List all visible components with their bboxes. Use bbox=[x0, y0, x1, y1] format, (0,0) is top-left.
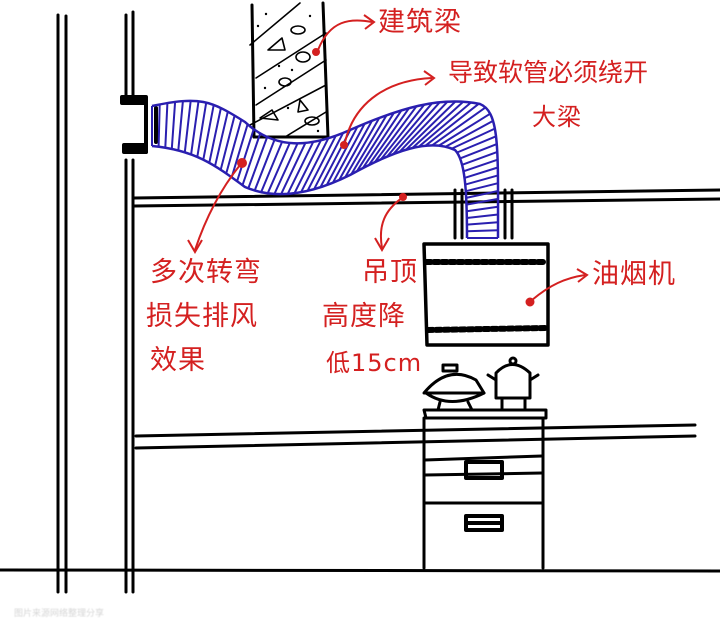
cooking-pots-icon bbox=[422, 356, 548, 420]
beam-label: 建筑梁 bbox=[378, 7, 462, 38]
ceiling-label-line3: 低15cm bbox=[326, 349, 423, 377]
annotation-arrows bbox=[187, 14, 589, 307]
ceiling-label-line1: 吊顶 bbox=[362, 257, 418, 288]
bends-label-line3: 效果 bbox=[150, 345, 206, 376]
duct-stretch-label-line2: 大梁 bbox=[532, 103, 582, 131]
ceiling-line bbox=[132, 188, 720, 240]
cabinet-icon bbox=[422, 416, 545, 570]
bends-label-line1: 多次转弯 bbox=[150, 257, 262, 288]
bends-label-line2: 损失排风 bbox=[146, 301, 258, 332]
outer-wall bbox=[56, 13, 68, 594]
floor-line bbox=[0, 568, 720, 573]
flexible-duct-icon bbox=[151, 99, 500, 239]
ceiling-label-line2: 高度降 bbox=[322, 301, 406, 332]
beam-icon bbox=[249, 1, 330, 139]
inner-wall bbox=[124, 10, 135, 594]
hood-label: 油烟机 bbox=[592, 259, 676, 290]
range-hood-icon bbox=[422, 242, 550, 347]
countertop bbox=[134, 423, 697, 450]
watermark: 图片来源网络整理分享 bbox=[14, 609, 105, 619]
duct-stretch-label-line1: 导致软管必须绕开 bbox=[448, 58, 649, 87]
wall-vent-icon bbox=[120, 95, 158, 154]
